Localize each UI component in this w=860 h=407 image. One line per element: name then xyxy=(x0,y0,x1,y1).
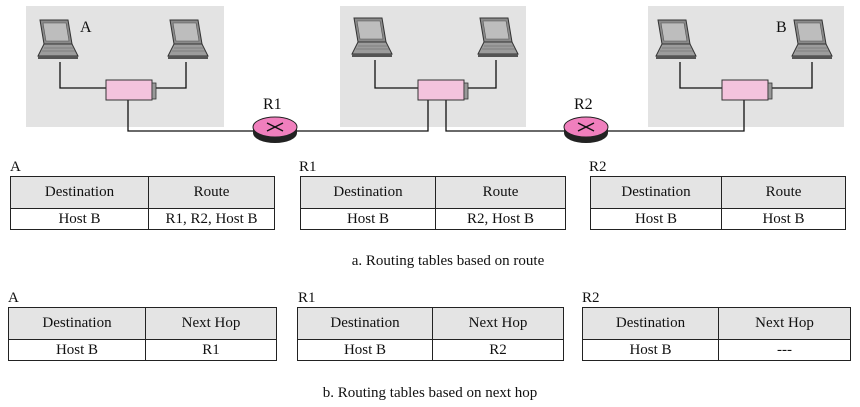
column-header-destination: Destination xyxy=(10,176,149,209)
column-header-route: Route xyxy=(721,176,846,209)
column-header-destination: Destination xyxy=(590,176,722,209)
column-header-destination: Destination xyxy=(8,307,146,340)
cell-destination: Host B xyxy=(10,208,149,230)
routing-table-r1-next-hop: Destination Next Hop Host B R2 xyxy=(297,307,564,361)
router-icon-r1 xyxy=(252,116,298,144)
cell-next-hop: R2 xyxy=(432,339,564,361)
cell-destination: Host B xyxy=(297,339,433,361)
column-header-route: Route xyxy=(435,176,566,209)
cell-destination: Host B xyxy=(8,339,146,361)
cell-destination: Host B xyxy=(582,339,719,361)
table-label-a: A xyxy=(8,290,19,306)
routing-table-r2-next-hop: Destination Next Hop Host B --- xyxy=(582,307,851,361)
column-header-destination: Destination xyxy=(297,307,433,340)
router-1-label: R1 xyxy=(263,96,282,113)
table-label-r1: R1 xyxy=(299,159,317,175)
cell-next-hop: R1 xyxy=(145,339,277,361)
table-label-r1: R1 xyxy=(298,290,316,306)
column-header-route: Route xyxy=(148,176,275,209)
caption-b: b. Routing tables based on next hop xyxy=(322,385,538,401)
column-header-next-hop: Next Hop xyxy=(718,307,851,340)
table-label-a: A xyxy=(10,159,21,175)
cell-destination: Host B xyxy=(300,208,436,230)
caption-a: a. Routing tables based on route xyxy=(351,253,545,269)
switch-icon xyxy=(721,79,773,101)
switch-icon xyxy=(105,79,157,101)
cell-destination: Host B xyxy=(590,208,722,230)
column-header-destination: Destination xyxy=(300,176,436,209)
cell-next-hop: --- xyxy=(718,339,851,361)
cell-route: R2, Host B xyxy=(435,208,566,230)
routing-table-r2-route: Destination Route Host B Host B xyxy=(590,176,846,230)
routing-table-a-next-hop: Destination Next Hop Host B R1 xyxy=(8,307,277,361)
column-header-destination: Destination xyxy=(582,307,719,340)
host-a-label: A xyxy=(80,19,92,36)
router-2-label: R2 xyxy=(574,96,593,113)
table-label-r2: R2 xyxy=(582,290,600,306)
network-diagram: A B R1 R2 xyxy=(26,6,844,144)
column-header-next-hop: Next Hop xyxy=(432,307,564,340)
column-header-next-hop: Next Hop xyxy=(145,307,277,340)
routing-table-r1-route: Destination Route Host B R2, Host B xyxy=(300,176,566,230)
cell-route: Host B xyxy=(721,208,846,230)
cell-route: R1, R2, Host B xyxy=(148,208,275,230)
router-icon-r2 xyxy=(563,116,609,144)
table-label-r2: R2 xyxy=(589,159,607,175)
switch-icon xyxy=(417,79,469,101)
host-b-label: B xyxy=(776,19,787,36)
routing-table-a-route: Destination Route Host B R1, R2, Host B xyxy=(10,176,275,230)
